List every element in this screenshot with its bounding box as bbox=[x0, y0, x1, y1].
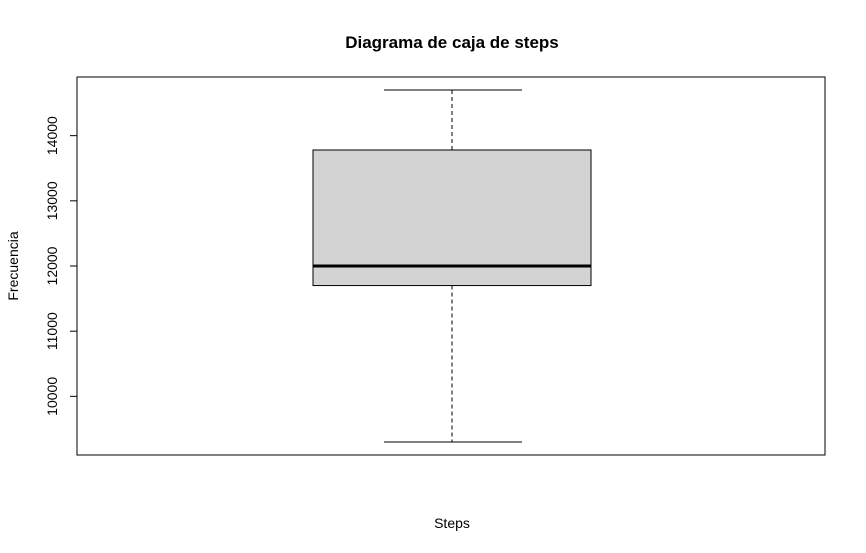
iqr-box bbox=[312, 149, 592, 287]
y-tick-label: 14000 bbox=[44, 116, 60, 155]
y-tick-label: 11000 bbox=[44, 312, 60, 350]
chart-title: Diagrama de caja de steps bbox=[345, 33, 559, 52]
y-axis-label: Frecuencia bbox=[5, 231, 21, 300]
y-tick-label: 12000 bbox=[44, 246, 60, 285]
y-tick-label: 10000 bbox=[44, 377, 60, 416]
box-plot bbox=[312, 89, 592, 443]
y-tick-label: 13000 bbox=[44, 181, 60, 220]
y-axis: 10000 11000 12000 13000 14000 bbox=[44, 116, 78, 416]
x-axis-label: Steps bbox=[434, 515, 470, 531]
